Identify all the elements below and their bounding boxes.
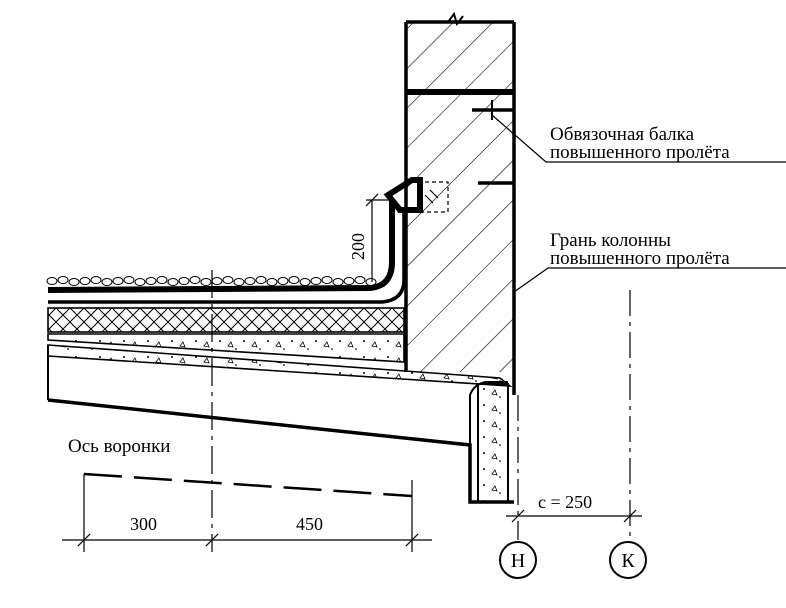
gravel-pebble — [189, 276, 201, 284]
gravel-pebble — [123, 276, 135, 284]
gravel-pebble — [200, 278, 212, 286]
gravel-pebble — [233, 278, 245, 286]
gravel-pebble — [222, 276, 234, 284]
axis-marker-n: Н — [499, 541, 537, 579]
slope-line — [83, 472, 413, 498]
gravel-pebble — [266, 278, 278, 286]
gravel-layer — [46, 276, 377, 286]
gravel-pebble — [288, 276, 300, 284]
bottom-dimensions: 300 450 — [62, 474, 432, 552]
gravel-pebble — [57, 276, 69, 284]
dimension-200: 200 — [348, 193, 392, 282]
gravel-pebble — [156, 276, 168, 284]
gravel-pebble — [365, 278, 377, 286]
dim-450-label: 450 — [296, 514, 323, 534]
gravel-pebble — [68, 278, 80, 286]
column-face-leader: Грань колонны повышенного пролёта — [513, 230, 786, 293]
screed-layer — [47, 333, 405, 363]
column-face-label-2: повышенного пролёта — [550, 248, 730, 269]
insulation-layer — [47, 307, 405, 333]
gravel-pebble — [145, 277, 157, 285]
gravel-pebble — [321, 276, 333, 284]
dim-c250-label: c = 250 — [538, 492, 592, 512]
gravel-pebble — [244, 277, 256, 285]
dim-300-label: 300 — [130, 514, 157, 534]
gravel-pebble — [255, 276, 267, 284]
gravel-pebble — [134, 278, 146, 286]
gravel-pebble — [112, 277, 124, 285]
funnel-axis-label: Ось воронки — [68, 436, 170, 457]
gravel-pebble — [299, 278, 311, 286]
roof-slab — [47, 344, 514, 504]
tie-beam-leader: Обвязочная балка повышенного пролёта — [491, 114, 786, 163]
gravel-pebble — [101, 278, 113, 286]
roofing-upturn — [47, 200, 406, 304]
axis-n-label: Н — [511, 550, 525, 572]
beam-end — [477, 383, 509, 503]
gravel-pebble — [178, 277, 190, 285]
wall-flashing — [383, 177, 449, 213]
gravel-pebble — [90, 276, 102, 284]
gravel-pebble — [354, 276, 366, 284]
gravel-pebble — [211, 277, 223, 285]
gravel-pebble — [167, 278, 179, 286]
gravel-pebble — [332, 278, 344, 286]
tie-beam-label-1: Обвязочная балка — [550, 124, 695, 145]
axis-marker-k: К — [609, 541, 647, 579]
tie-beam — [406, 89, 514, 185]
tie-beam-label-2: повышенного пролёта — [550, 142, 730, 163]
gravel-pebble — [277, 277, 289, 285]
gravel-pebble — [79, 277, 91, 285]
gravel-pebble — [46, 277, 58, 285]
axis-k-label: К — [621, 550, 635, 572]
column-face-label-1: Грань колонны — [550, 230, 671, 251]
gravel-pebble — [310, 277, 322, 285]
axis-dimension-c: c = 250 — [506, 290, 642, 540]
upper-column — [404, 11, 516, 395]
funnel-axis: Ось воронки — [68, 270, 213, 552]
dim-200-label: 200 — [348, 233, 368, 260]
gravel-pebble — [343, 277, 355, 285]
